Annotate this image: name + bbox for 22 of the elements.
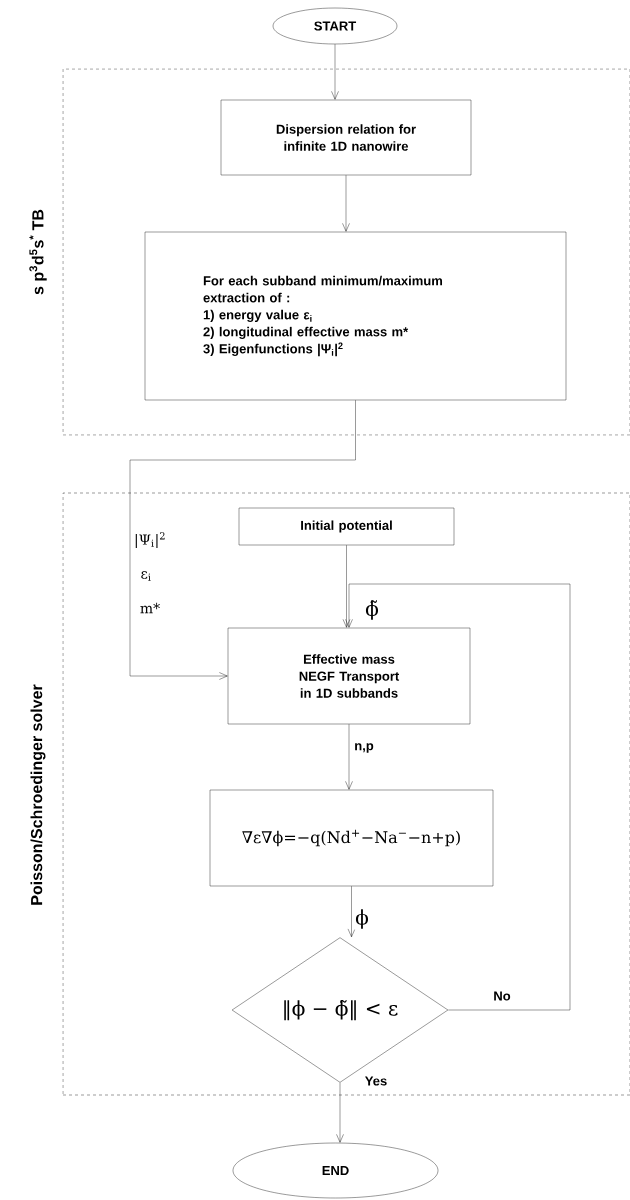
process-box: Effective mass NEGF Transport in 1D subbands bbox=[227, 627, 471, 725]
edge-label: n,p bbox=[353, 742, 375, 754]
symbol-label: |Ψ$_{i}$|$^{2}$ bbox=[135, 532, 165, 548]
edge-label: No bbox=[492, 990, 512, 1002]
arrow bbox=[345, 583, 571, 1011]
symbol-label: m* bbox=[140, 602, 160, 614]
process-box: Dispersion relation for infinite 1D nanowire bbox=[220, 99, 472, 176]
process-box: Initial potential bbox=[238, 507, 455, 546]
arrow bbox=[129, 400, 356, 680]
symbol-label: ϕ̃ bbox=[365, 600, 379, 620]
arrow bbox=[331, 44, 339, 100]
node-label: s p$^{3}$d$^{5}$s$^{*}$ TB bbox=[29, 209, 47, 295]
edge-label: ϕ bbox=[354, 908, 370, 930]
node-label: Poisson/Schroedinger solver bbox=[30, 684, 46, 905]
arrow bbox=[342, 175, 350, 232]
equation-box: ∇ε∇ϕ=−q(Nd$^{+}$−Na$^{−}$−n+p) bbox=[209, 789, 494, 887]
arrow bbox=[345, 724, 353, 790]
arrow bbox=[342, 545, 351, 628]
arrow bbox=[336, 1082, 344, 1143]
process-box: For each subband minimum/maximum extraction of : 1) energy value ε$_{i}$ 2) longitudinal effective mass m* 3) Eigenfunctions |Ψ$_{i}$|$^{2}$ bbox=[144, 231, 567, 401]
arrow bbox=[347, 886, 356, 938]
symbol-label: ε$_{i}$ bbox=[141, 571, 151, 581]
